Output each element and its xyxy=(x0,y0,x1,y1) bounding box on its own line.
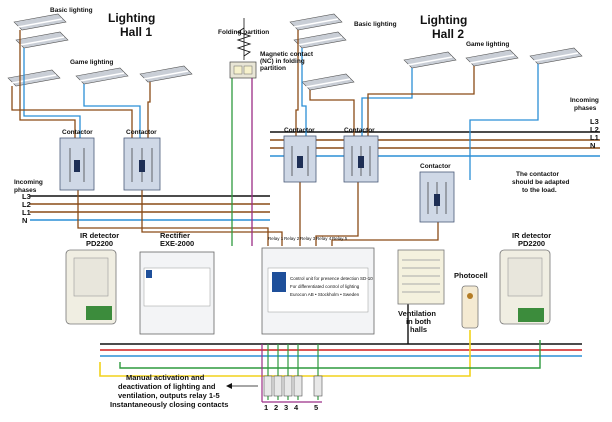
hall1-contactor-a xyxy=(59,137,95,191)
ventilation-unit xyxy=(397,249,445,305)
detector-right-line2: PD2200 xyxy=(518,239,545,248)
rectifier-line1: Rectifier xyxy=(160,231,190,240)
hall1-basic-light-2 xyxy=(15,31,69,49)
hall2-game-light-3 xyxy=(465,49,519,67)
photocell-device xyxy=(461,285,479,329)
folding-partition-symbol xyxy=(229,27,257,79)
folding-partition-label: Folding partition xyxy=(218,29,269,36)
hall2-game-light-2 xyxy=(403,51,457,69)
hall1-basic-label: Basic lighting xyxy=(50,7,93,14)
hall1-title-line1: Lighting xyxy=(108,11,155,25)
hall2-title-line1: Lighting xyxy=(420,13,467,27)
hall2-game-light-1 xyxy=(301,73,355,91)
hall1-incoming-label-1: Incoming xyxy=(14,179,43,186)
ventilation-line2: in both xyxy=(406,317,431,326)
hall1-phase-n: N xyxy=(22,216,27,225)
manual-note-line1: Manual activation and xyxy=(126,373,205,382)
control-unit xyxy=(261,247,375,335)
rectifier-box xyxy=(139,251,215,335)
hall2-contactor-c xyxy=(419,171,455,223)
switch-number-2: 2 xyxy=(274,403,278,412)
hall2-phase-l1: L1 xyxy=(590,133,599,142)
manual-note-line2: deactivation of lighting and xyxy=(118,382,216,391)
magnetic-contact-line3: partition xyxy=(260,65,286,72)
hall1-game-label: Game lighting xyxy=(70,59,113,66)
hall1-contactor-b xyxy=(123,137,161,191)
relay-label-5: Relay 5 xyxy=(332,236,348,241)
detector-right-line1: IR detector xyxy=(512,231,551,240)
bottom-bus-wires xyxy=(99,300,582,377)
manual-switches xyxy=(263,375,323,397)
hall2-incoming-wires xyxy=(270,131,600,157)
relay-label-1: Relay 1 xyxy=(268,236,284,241)
relay-label-3: Relay 3 xyxy=(300,236,316,241)
manual-note-line4: Instantaneously closing contacts xyxy=(110,400,228,409)
ir-detector-right xyxy=(499,249,551,325)
hall1-contactor-a-label: Contactor xyxy=(62,129,93,136)
hall2-game-light-4 xyxy=(529,47,583,65)
hall1-phase-l3: L3 xyxy=(22,192,31,201)
hall1-incoming-wires xyxy=(30,195,270,221)
hall2-basic-label: Basic lighting xyxy=(354,21,397,28)
ventilation-line1: Ventilation xyxy=(398,309,436,318)
hall1-phase-l1: L1 xyxy=(22,208,31,217)
hall2-phase-l3: L3 xyxy=(590,117,599,126)
magnetic-contact-line1: Magnetic contact xyxy=(260,51,314,58)
detector-left-line2: PD2200 xyxy=(86,239,113,248)
ventilation-line3: halls xyxy=(410,325,427,334)
detector-left-line1: IR detector xyxy=(80,231,119,240)
switch-number-4: 4 xyxy=(294,403,299,412)
relay-label-2: Relay 2 xyxy=(284,236,300,241)
hall2-contactor-c-label: Contactor xyxy=(420,163,451,170)
magnetic-contact-line2: (NC) in folding xyxy=(260,58,305,65)
hall1-game-light-2 xyxy=(75,67,129,85)
hall2-contactor-b xyxy=(343,135,379,183)
hall2-title-line2: Hall 2 xyxy=(432,27,464,41)
hall1-phase-l2: L2 xyxy=(22,200,31,209)
rectifier-line2: EXE-2000 xyxy=(160,239,194,248)
hall1-contactor-b-label: Contactor xyxy=(126,129,157,136)
control-unit-text-3: Eurocon AB • Stockholm • Sweden xyxy=(290,292,360,297)
hall1-incoming-label-2: phases xyxy=(14,187,37,194)
partition-wires xyxy=(231,18,253,246)
switch-number-3: 3 xyxy=(284,403,288,412)
hall2-basic-light-1 xyxy=(289,13,343,31)
control-unit-text-2: For differentiated control of lighting xyxy=(290,284,360,289)
manual-note-line3: ventilation, outputs relay 1-5 xyxy=(118,391,220,400)
relay-label-4: Relay 4 xyxy=(316,236,332,241)
hall1-game-light-1 xyxy=(7,69,61,87)
hall1-basic-light-1 xyxy=(13,13,67,31)
contactor-note-line3: to the load. xyxy=(522,187,557,194)
hall2-contactor-a-label: Contactor xyxy=(284,127,315,134)
ir-detector-left xyxy=(65,249,117,325)
hall1-game-light-3 xyxy=(139,65,193,83)
hall2-contactor-a xyxy=(283,135,317,183)
switch-number-1: 1 xyxy=(264,403,268,412)
hall2-light-wires xyxy=(295,30,539,180)
hall1-light-wires xyxy=(11,30,151,150)
photocell-label: Photocell xyxy=(454,271,488,280)
manual-arrow xyxy=(226,383,258,389)
relay-wires xyxy=(77,180,439,246)
hall1-title-line2: Hall 1 xyxy=(120,25,152,39)
hall2-incoming-label-2: phases xyxy=(574,105,597,112)
hall2-game-label: Game lighting xyxy=(466,41,509,48)
hall2-phase-n: N xyxy=(590,141,595,150)
hall2-contactor-b-label: Contactor xyxy=(344,127,375,134)
contactor-note-line2: should be adapted xyxy=(512,179,569,186)
control-unit-text-1: Control unit for presence detection SD-1… xyxy=(290,276,373,281)
contactor-note-line1: The contactor xyxy=(516,171,559,178)
switch-number-5: 5 xyxy=(314,403,318,412)
hall2-basic-light-2 xyxy=(293,31,347,49)
hall2-phase-l2: L2 xyxy=(590,125,599,134)
hall2-incoming-label-1: Incoming xyxy=(570,97,599,104)
